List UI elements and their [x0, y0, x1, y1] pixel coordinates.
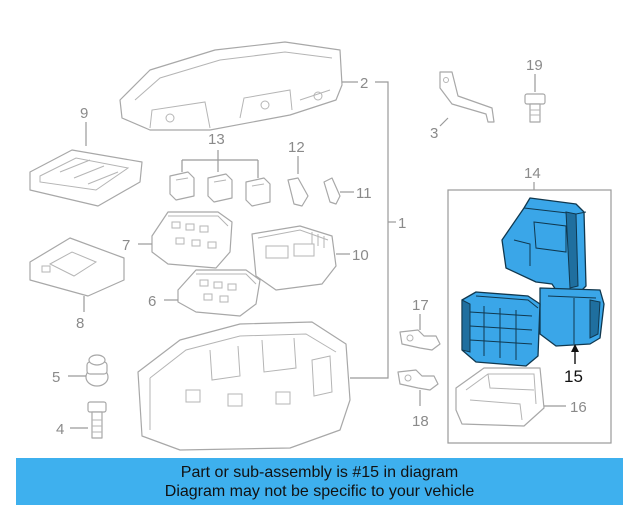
- part-9-plate: [29, 149, 143, 207]
- callout-15-arrowhead: [571, 344, 579, 352]
- part-6-relay-block: [177, 269, 261, 317]
- callout-19: 19: [526, 57, 543, 74]
- part-5-grommet: [85, 354, 109, 387]
- lower-case: [137, 321, 351, 451]
- part-16-tray: [455, 367, 545, 427]
- callout-1-bracket: [350, 81, 389, 379]
- callout-11: 11: [356, 185, 372, 202]
- part-12-fuse: [287, 177, 309, 207]
- callout-14-box: [447, 189, 612, 444]
- part-2-cover: [119, 41, 343, 131]
- callout-2: 2: [360, 75, 368, 92]
- part-4-bolt: [87, 401, 107, 439]
- part-8-plate: [29, 237, 125, 297]
- callout-8: 8: [76, 315, 84, 332]
- callout-4: 4: [56, 421, 64, 438]
- callout-9: 9: [80, 105, 88, 122]
- part-15-fuse-box: [461, 197, 605, 367]
- part-7-relay-block: [151, 211, 233, 269]
- part-13-relays: [169, 171, 271, 207]
- part-17-clip: [399, 329, 441, 351]
- callout-14: 14: [524, 165, 541, 182]
- callout-13: 13: [208, 131, 225, 148]
- banner-line-2: Diagram may not be specific to your vehi…: [164, 482, 475, 500]
- info-banner: Part or sub-assembly is #15 in diagram D…: [16, 458, 623, 505]
- callout-1: 1: [398, 215, 406, 232]
- banner-line-1: Part or sub-assembly is #15 in diagram: [180, 463, 459, 481]
- callout-13-bracket: [181, 150, 259, 178]
- callout-17: 17: [412, 297, 429, 314]
- callout-16: 16: [570, 399, 587, 416]
- callout-15: 15: [564, 367, 583, 386]
- part-19-bolt: [524, 93, 546, 123]
- part-10-junction-block: [251, 225, 337, 291]
- callout-10: 10: [352, 247, 369, 264]
- callout-12: 12: [288, 139, 305, 156]
- callout-18: 18: [412, 413, 429, 430]
- part-18-clip: [397, 369, 439, 391]
- callout-5: 5: [52, 369, 60, 386]
- callout-3: 3: [430, 125, 438, 142]
- callout-6: 6: [148, 293, 156, 310]
- parts-diagram: 2 1 3 19 9 13 12 1: [29, 41, 612, 451]
- part-3-bracket: [439, 71, 495, 123]
- part-11-fuse: [323, 177, 341, 205]
- callout-7: 7: [122, 237, 130, 254]
